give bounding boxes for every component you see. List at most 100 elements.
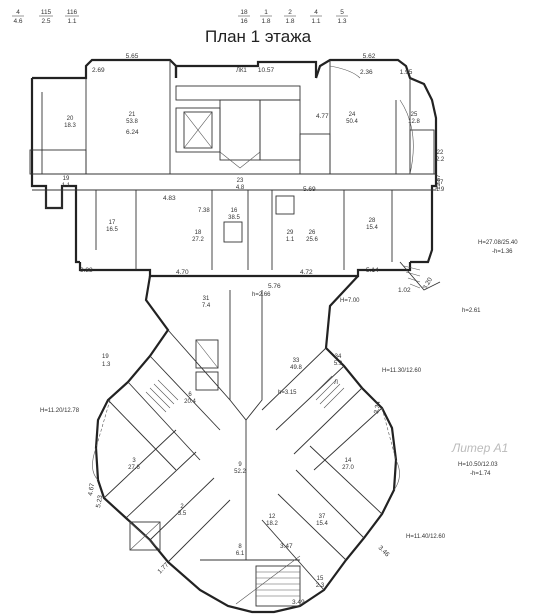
room-area: 53.8 <box>126 119 138 125</box>
dimension: 5.14 <box>366 267 379 274</box>
room-area: 2.3 <box>316 583 325 589</box>
room-number: 33 <box>293 358 300 364</box>
room-number: 21 <box>129 112 136 118</box>
dimension: 5.69 <box>303 186 316 193</box>
room-number: 20 <box>67 116 74 122</box>
code-num: 5 <box>340 9 344 16</box>
room-number: 24 <box>349 112 356 118</box>
room-area: 1.9 <box>436 187 445 193</box>
level-note: h=3.15 <box>278 390 297 396</box>
room-area: 49.8 <box>290 365 302 371</box>
dimension: 5.76 <box>268 283 281 290</box>
level-note: -h=1.74 <box>470 471 491 477</box>
level-note: H=27.08/25.40 <box>478 240 518 246</box>
dimension: 9.88 <box>80 267 93 274</box>
dimension: 1.02 <box>398 287 411 294</box>
dimension: 5.23 <box>95 494 104 508</box>
level-note: H=7.00 <box>340 298 360 304</box>
level-note: H=11.20/12.78 <box>40 408 80 414</box>
level-note: ЛК1 <box>236 68 247 74</box>
dimension: 11.87 <box>435 174 442 190</box>
room-number: 28 <box>369 218 376 224</box>
upper-block-walls <box>29 58 438 278</box>
room-area: 27.6 <box>128 465 140 471</box>
room-number: 14 <box>345 458 352 464</box>
room-area: 16.5 <box>106 227 118 233</box>
dimension: 3.46 <box>377 544 391 558</box>
room-area: 1.1 <box>286 237 295 243</box>
dimension: 4.72 <box>300 269 313 276</box>
room-area: 18.3 <box>64 123 76 129</box>
dimension: 4.77 <box>316 113 329 120</box>
level-note: 19 <box>102 354 109 360</box>
code-den: 1.1 <box>311 18 320 25</box>
room-number: 31 <box>203 296 210 302</box>
room-number: 18 <box>195 230 202 236</box>
code-den: 1.8 <box>285 18 294 25</box>
dimension: 5.65 <box>126 53 139 60</box>
dimension: 2.69 <box>92 67 105 74</box>
room-number: 26 <box>309 230 316 236</box>
room-number: 27 <box>437 180 444 186</box>
code-num: 1 <box>264 9 268 16</box>
room-number: 22 <box>437 150 444 156</box>
level-note: h=2.66 <box>252 292 271 298</box>
room-number: 23 <box>237 178 244 184</box>
code-den: 16 <box>240 18 248 25</box>
room-area: 5.9 <box>334 361 343 367</box>
room-area: 27.0 <box>342 465 354 471</box>
room-number: 8 <box>238 544 242 550</box>
room-area: 18.2 <box>266 521 278 527</box>
dimension-labels: 5.65 10.57 5.62 1.95 2.69 6.24 2.36 4.77… <box>80 53 442 606</box>
room-number: 16 <box>231 208 238 214</box>
plan-title: План 1 этажа <box>205 27 312 46</box>
code-num: 116 <box>67 9 78 16</box>
dimension: 4.70 <box>176 269 189 276</box>
level-note: h=2.61 <box>462 308 481 314</box>
dimension: 3.34 <box>373 400 382 414</box>
room-area: 38.5 <box>228 215 240 221</box>
code-den: 1.3 <box>337 18 346 25</box>
room-number: 6 <box>188 392 192 398</box>
room-number: 25 <box>411 112 418 118</box>
room-area: 52.2 <box>234 469 246 475</box>
room-area: 3.5 <box>178 511 187 517</box>
room-area: 7.4 <box>202 303 211 309</box>
room-area: 2.2 <box>436 157 445 163</box>
room-number: 29 <box>287 230 294 236</box>
room-area: 27.2 <box>192 237 204 243</box>
dimension: 4.67 <box>87 482 96 496</box>
level-note: H=10.50/12.03 <box>458 462 498 468</box>
top-left-codes: 4 4.6 115 2.5 116 1.1 <box>12 9 79 25</box>
dimension: 1.95 <box>400 69 413 76</box>
code-num: 18 <box>240 9 248 16</box>
lower-block-walls <box>92 261 441 614</box>
level-note: H=11.40/12.60 <box>406 534 446 540</box>
room-area: 20.4 <box>184 399 196 405</box>
room-number: 12 <box>269 514 276 520</box>
room-number: 3 <box>132 458 136 464</box>
room-labels: 20 18.3 21 53.8 24 50.4 25 12.8 17 16.5 … <box>62 112 445 589</box>
room-area: 50.4 <box>346 119 358 125</box>
dimension: 4.83 <box>163 195 176 202</box>
room-number: 2 <box>180 504 184 510</box>
room-area: 1.1 <box>62 183 71 189</box>
dimension: 2.36 <box>360 69 373 76</box>
level-note: 7.38 <box>198 208 210 214</box>
level-note: Л <box>334 380 338 386</box>
room-area: 25.6 <box>306 237 318 243</box>
code-num: 115 <box>41 9 52 16</box>
dimension: 3.20 <box>422 276 435 291</box>
room-area: 15.4 <box>316 521 328 527</box>
code-num: 4 <box>16 9 20 16</box>
dimension: 3.49 <box>292 599 305 606</box>
top-right-codes: 18 16 1 1.8 2 1.8 4 1.1 5 1.3 <box>238 9 348 25</box>
dimension: 3.47 <box>280 543 293 550</box>
room-number: 34 <box>335 354 342 360</box>
room-number: 19 <box>63 176 70 182</box>
room-area: 6.1 <box>236 551 245 557</box>
code-den: 1.1 <box>67 18 76 25</box>
level-note: 1.3 <box>102 362 111 368</box>
level-note: H=11.30/12.60 <box>382 368 422 374</box>
